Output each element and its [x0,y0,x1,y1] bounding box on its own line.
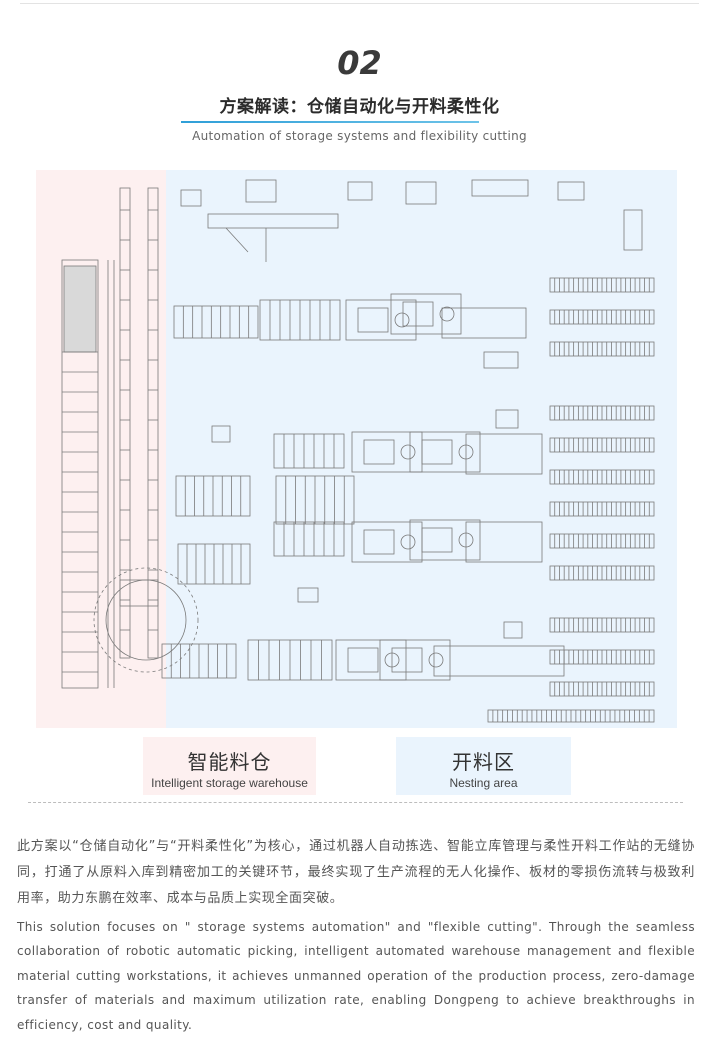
factory-layout-diagram [36,170,677,728]
gripper-tool [297,587,319,603]
robot-base-circle [105,579,187,661]
storage-zone [36,170,166,728]
transfer-robot [119,579,159,607]
cutting-cell [409,431,481,473]
conveyor [273,521,345,557]
legend-storage-en: Intelligent storage warehouse [151,776,308,790]
legend-nesting: 开料区 Nesting area [396,737,571,795]
section-number: 02 [337,44,382,82]
cutting-cell [335,639,407,681]
rack-stack [63,265,97,353]
conveyor [273,433,345,469]
dashed-divider [28,802,683,803]
outfeed-table [465,521,543,563]
cutting-cell [345,299,417,341]
cutting-cell-core [363,529,395,555]
outfeed-table [465,433,543,475]
equipment-icon [557,181,585,201]
section-subtitle: Automation of storage systems and flexib… [192,129,527,143]
equipment-icon [623,209,643,251]
storage-rack [61,259,99,689]
pallet [503,621,523,639]
pallet [495,409,519,429]
robot-reach-circle [93,567,199,673]
section-title: 方案解读：仓储自动化与开料柔性化 [219,97,500,117]
cutting-cell-core [421,439,453,465]
cutting-cell-spindle [428,652,444,668]
cutting-cell-core [421,527,453,553]
cutting-cell-core [357,307,389,333]
layout-drawing [36,170,677,728]
equipment-icon [405,181,437,205]
body-text-en: This solution focuses on " storage syste… [17,920,695,1032]
conveyor [173,305,259,339]
cutting-cell-core [391,647,423,673]
loading-gantry [207,213,339,229]
cutting-cell-spindle [400,444,416,460]
gripper-tool [211,425,231,443]
legend-storage-zh: 智能料仓 [187,750,272,774]
legend-nesting-zh: 开料区 [452,750,515,774]
legend-nesting-en: Nesting area [449,776,518,790]
cutting-cell-spindle [400,534,416,550]
title-underline [181,121,479,123]
gantry-arm [225,227,249,253]
gantry-column [147,187,159,659]
equipment-icon [180,189,202,207]
gantry-column [119,187,131,659]
cutting-cell-spindle [394,312,410,328]
cutting-cell-core [402,301,434,327]
nesting-zone [166,170,677,728]
legend-storage: 智能料仓 Intelligent storage warehouse [143,737,316,795]
equipment-icon [347,181,373,201]
outfeed-table [441,307,527,339]
top-divider [20,3,699,4]
cutting-cell [390,293,462,335]
cutting-cell-spindle [439,306,455,322]
cutting-cell [379,639,451,681]
equipment-icon [245,179,277,203]
equipment-icon [471,179,529,197]
body-text-zh: 此方案以“仓储自动化”与“开料柔性化”为核心，通过机器人自动拣选、智能立库管理与… [17,839,695,906]
cutting-cell [409,519,481,561]
cutting-cell-core [363,439,395,465]
pallet [483,351,519,369]
cutting-cell-core [347,647,379,673]
